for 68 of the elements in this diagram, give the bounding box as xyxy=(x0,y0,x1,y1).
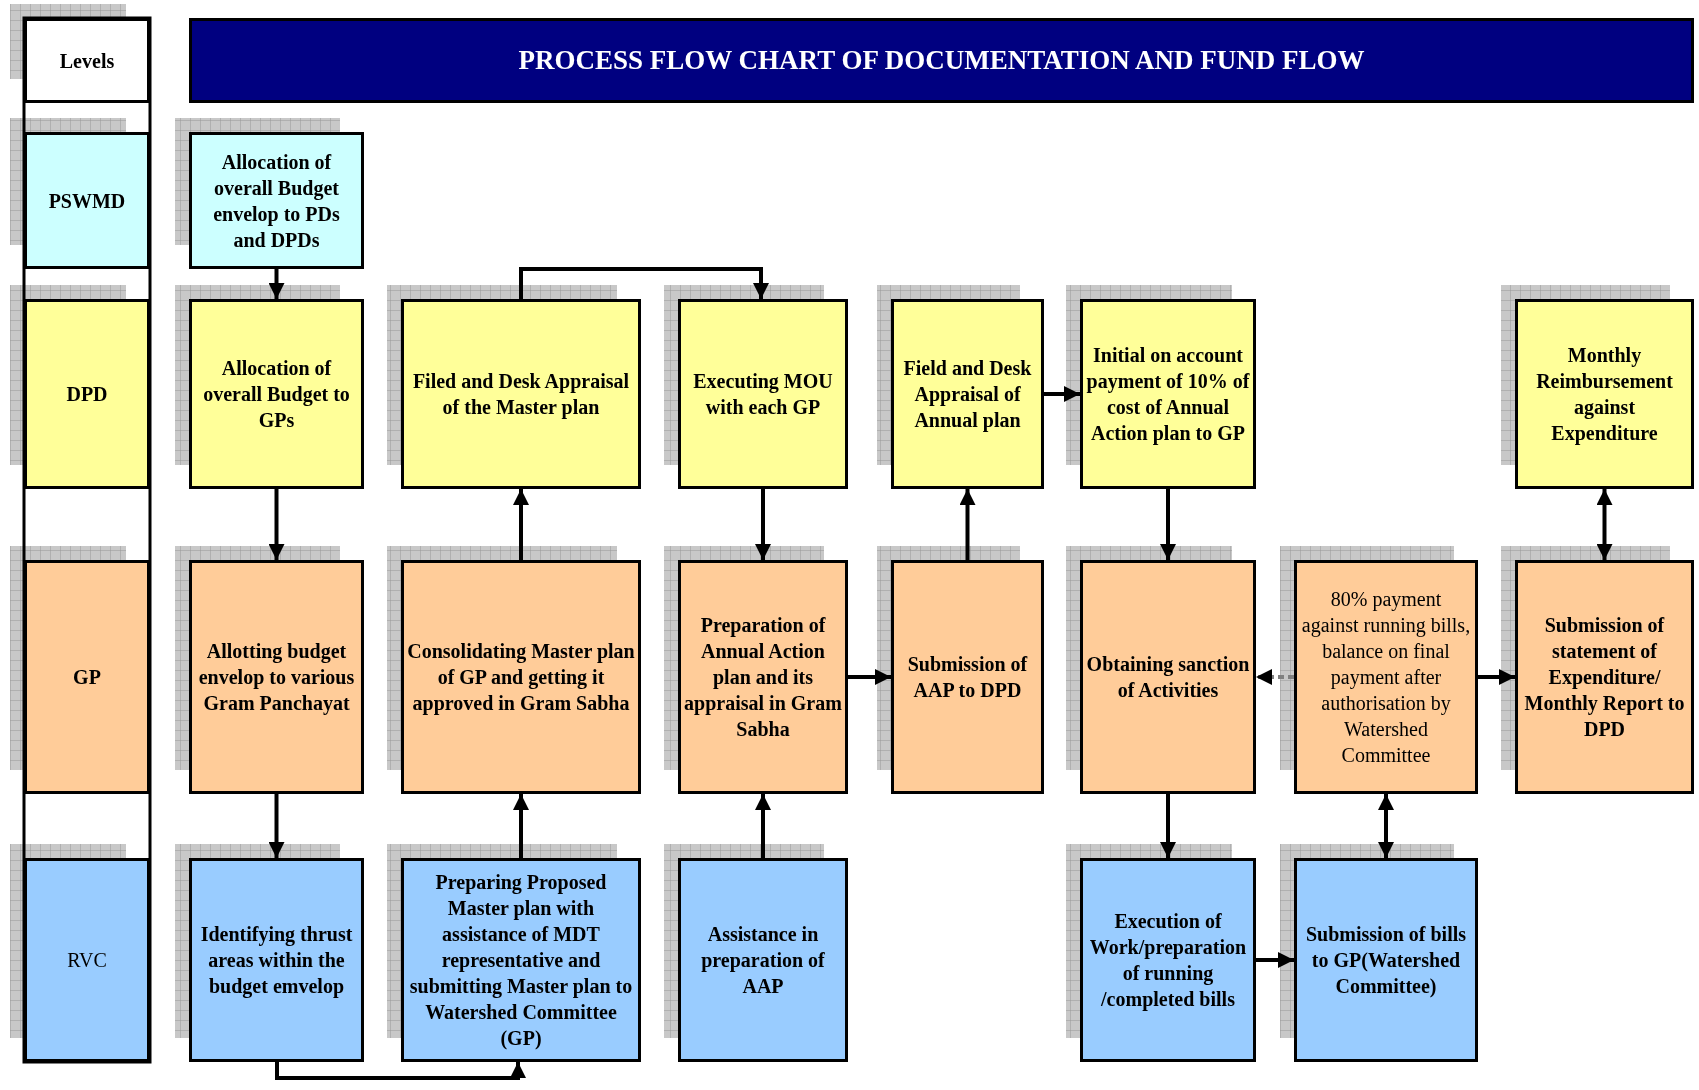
process-text: Submission of bills to GP(Watershed Committee) xyxy=(1304,922,1468,999)
process-box xyxy=(1515,299,1694,489)
process-text: Allocation of overall Budget to GPs xyxy=(202,356,351,433)
process-text: Consolidating Master plan of GP and getting it approved in Gram Sabha xyxy=(407,639,635,716)
process-box xyxy=(401,858,641,1062)
arrow xyxy=(848,669,891,685)
process-text: Preparation of Annual Action plan and its appraisal in Gram Sabha xyxy=(684,613,842,742)
process-text: Execution of Work/preparation of running /completed bills xyxy=(1088,909,1248,1012)
arrow xyxy=(1160,489,1176,560)
process-text: Allotting budget envelop to various Gram Panchayat xyxy=(197,639,356,716)
arrow xyxy=(755,489,771,560)
process-text: Preparing Proposed Master plan with assistance of MDT representative and submitting Master plan to Watershed Committee (GP) xyxy=(408,870,634,1051)
process-box xyxy=(678,560,848,794)
level-box xyxy=(24,18,150,103)
level-box xyxy=(24,858,150,1062)
process-text: Assistance in preparation of AAP xyxy=(700,922,826,999)
process-box xyxy=(1080,858,1256,1062)
arrow xyxy=(959,489,976,560)
arrow xyxy=(1378,794,1394,858)
level-label: Levels xyxy=(59,48,115,74)
process-box xyxy=(189,132,364,269)
arrow xyxy=(513,794,529,858)
level-box xyxy=(24,299,150,489)
process-text: Monthly Reimbursement against Expenditure xyxy=(1535,343,1674,446)
process-box xyxy=(189,299,364,489)
process-text: Allocation of overall Budget envelop to PDs and DPDs xyxy=(212,149,341,253)
arrow xyxy=(268,269,285,299)
arrow xyxy=(755,794,771,858)
process-box xyxy=(891,560,1044,794)
process-box xyxy=(401,299,641,489)
arrow xyxy=(1596,489,1613,560)
process-box xyxy=(189,858,364,1062)
arrow xyxy=(1160,794,1176,858)
process-text: Field and Desk Appraisal of Annual plan xyxy=(902,356,1033,433)
process-box xyxy=(678,299,848,489)
process-text: Initial on account payment of 10% of cost of Annual Action plan to GP xyxy=(1086,343,1250,446)
level-box xyxy=(24,132,150,269)
arrow xyxy=(268,794,285,858)
arrow xyxy=(268,489,285,560)
process-box xyxy=(189,560,364,794)
process-box xyxy=(1515,560,1694,794)
arrow xyxy=(1256,952,1294,968)
process-text: Submission of AAP to DPD xyxy=(906,652,1029,703)
process-box xyxy=(1294,560,1478,794)
level-label: GP xyxy=(73,665,101,690)
process-box xyxy=(1294,858,1478,1062)
process-box xyxy=(1080,560,1256,794)
process-text: Obtaining sanction of Activities xyxy=(1086,652,1250,703)
arrow xyxy=(519,267,769,299)
process-text: Filed and Desk Appraisal of the Master plan xyxy=(411,369,631,420)
process-text: Executing MOU with each GP xyxy=(692,369,834,420)
process-box xyxy=(401,560,641,794)
level-label: RVC xyxy=(67,948,107,973)
level-label: PSWMD xyxy=(48,188,126,214)
process-box xyxy=(1080,299,1256,489)
arrow xyxy=(1044,386,1080,402)
process-box xyxy=(678,858,848,1062)
arrow xyxy=(275,1062,526,1080)
arrow xyxy=(1478,669,1515,685)
process-text: Identifying thrust areas within the budget emvelop xyxy=(199,922,354,999)
process-text: Submission of statement of Expenditure/ Monthly Report to DPD xyxy=(1523,613,1686,742)
level-box xyxy=(24,560,150,794)
title-banner: PROCESS FLOW CHART OF DOCUMENTATION AND FUND FLOW xyxy=(189,18,1694,103)
process-box xyxy=(891,299,1044,489)
process-text: 80% payment against running bills, balance on final payment after authorisation by Watershed Committee xyxy=(1300,587,1472,768)
arrow xyxy=(513,489,529,560)
arrow xyxy=(1256,669,1294,685)
level-label: DPD xyxy=(66,382,108,407)
